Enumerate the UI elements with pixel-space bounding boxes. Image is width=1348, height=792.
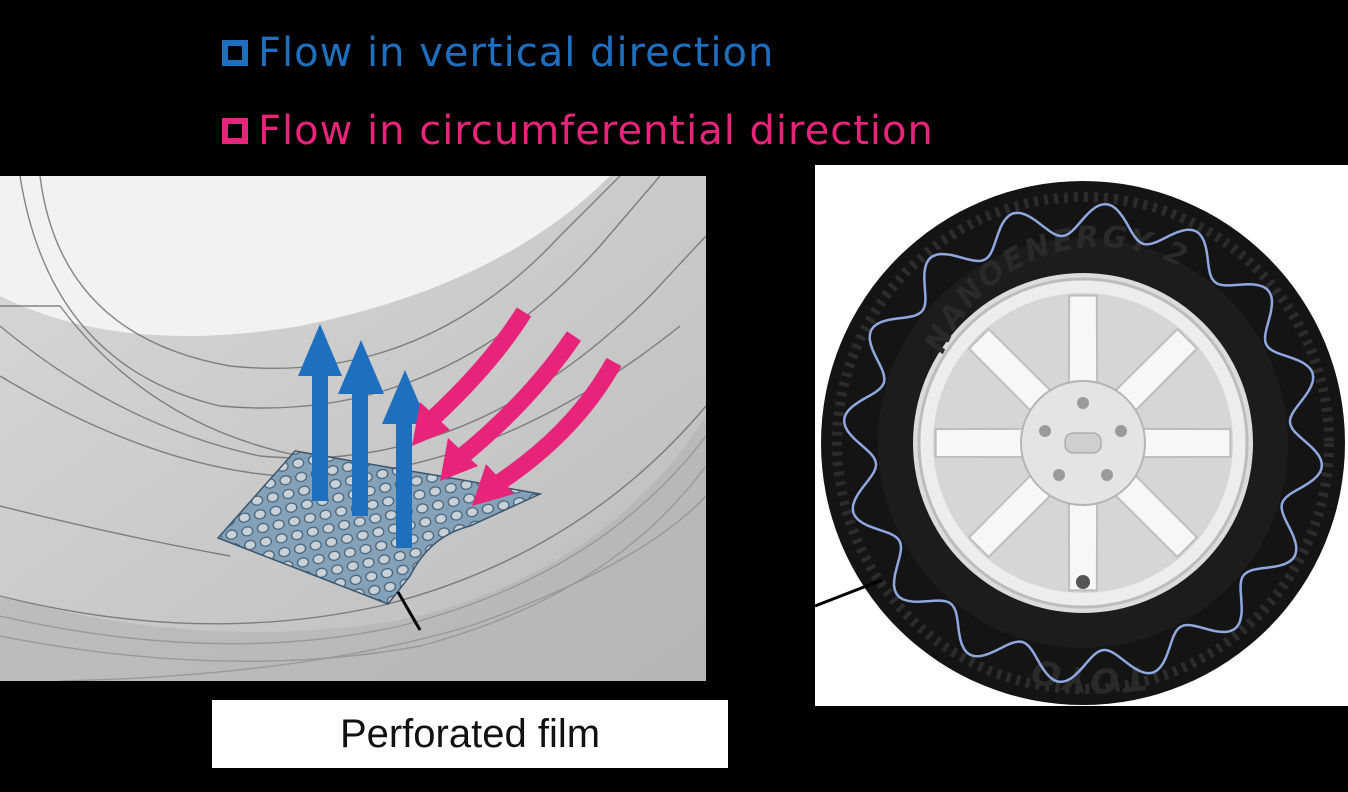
vertical-flow-arrows — [298, 324, 428, 548]
tire-photo: NANOENERGY 2 TOYO — [815, 165, 1348, 706]
legend-vertical-swatch — [222, 40, 248, 66]
rim-spoke — [934, 427, 1026, 459]
caption-box: Perforated film — [212, 700, 728, 768]
rim-spoke — [1067, 294, 1099, 386]
legend-circumferential-swatch — [222, 118, 248, 144]
legend-circumferential: Flow in circumferential direction — [222, 108, 934, 154]
circumferential-arrow-1 — [424, 307, 532, 428]
circumferential-arrow-2 — [454, 331, 582, 465]
circumferential-flow-arrows — [424, 307, 622, 490]
legend-vertical-label: Flow in vertical direction — [258, 30, 775, 76]
circumferential-arrow-3 — [495, 357, 622, 490]
vertical-arrow-3 — [382, 370, 428, 548]
legend-circumferential-label: Flow in circumferential direction — [258, 108, 934, 154]
tire-cutaway-illustration — [0, 176, 706, 681]
film-placement-wave — [842, 202, 1324, 684]
legend-vertical: Flow in vertical direction — [222, 30, 774, 76]
caption-perforated-film: Perforated film — [339, 711, 601, 756]
rim-spoke — [1140, 427, 1232, 459]
vertical-arrow-2 — [338, 340, 384, 516]
perforated-film — [216, 450, 543, 605]
vertical-arrow-1 — [298, 324, 342, 501]
